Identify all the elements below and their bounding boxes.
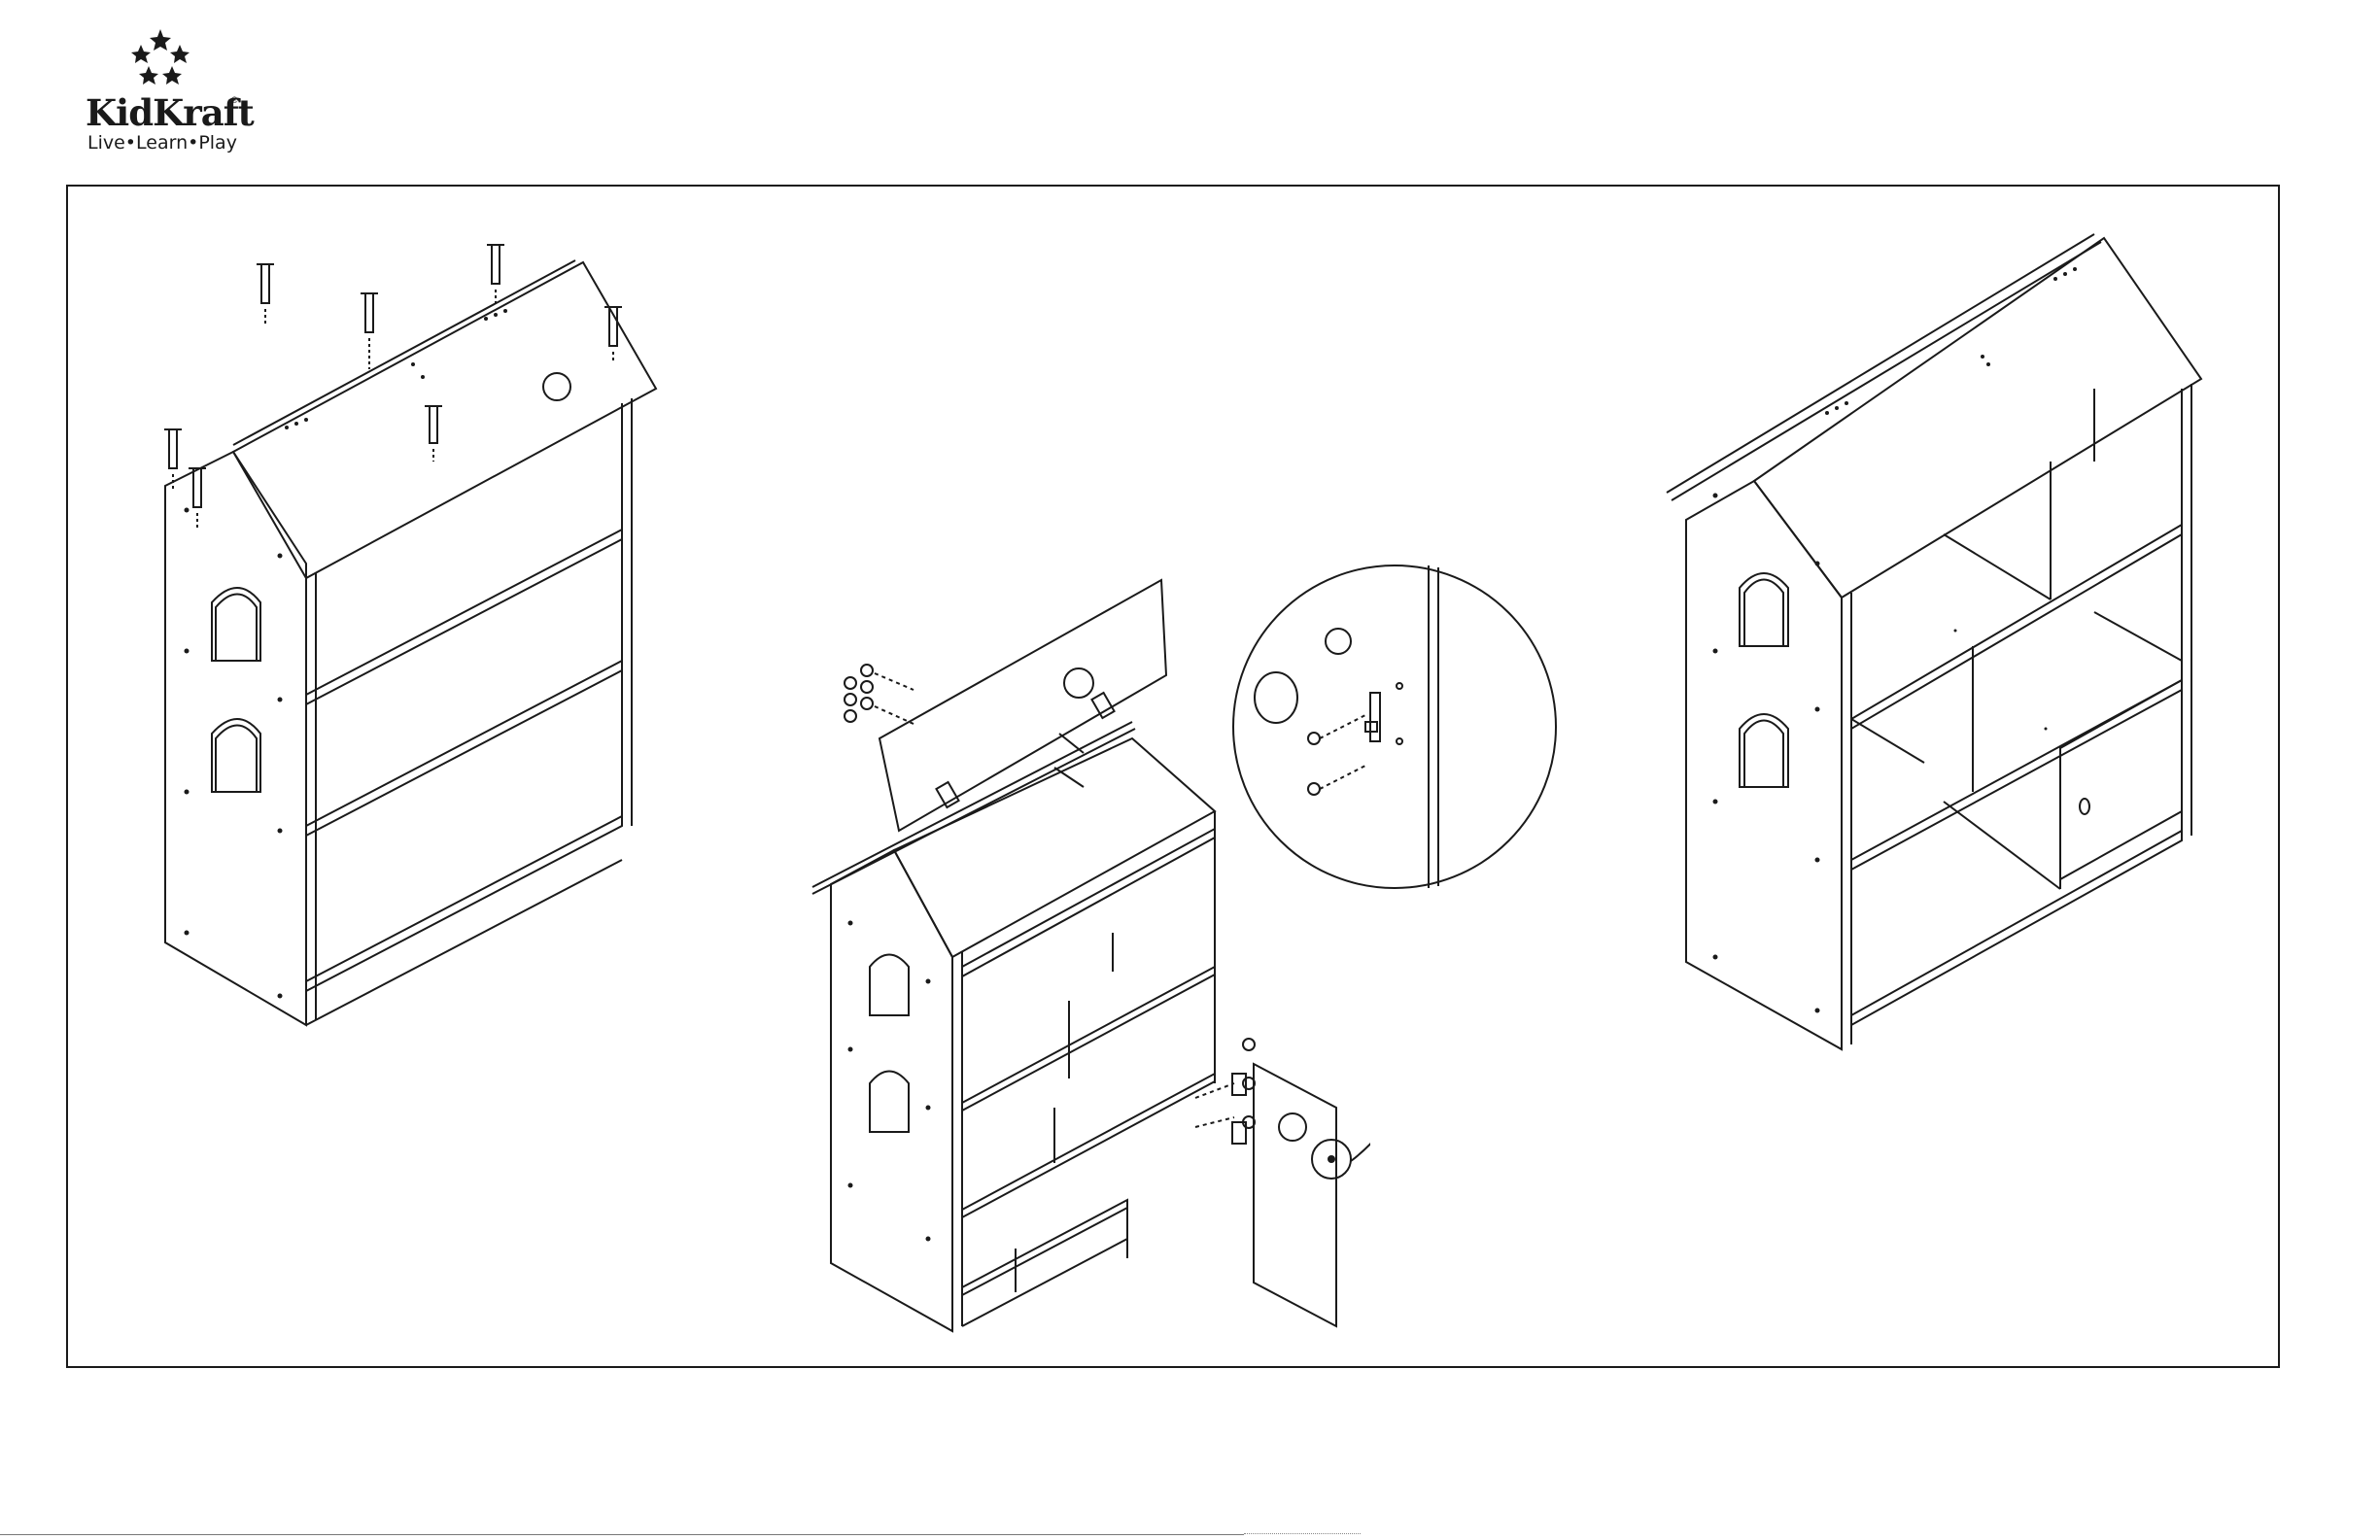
latch-screw-icon xyxy=(1308,715,1365,795)
footer-rule xyxy=(0,1534,1244,1535)
figure-detail-latch-zoom xyxy=(1229,562,1560,892)
figure-step-finished-dollhouse-bookcase xyxy=(1662,219,2206,1064)
registered-mark: ® xyxy=(231,95,238,105)
brand-name: KidKraft xyxy=(86,91,254,134)
brand-tagline: Live•Learn•Play xyxy=(87,132,237,154)
figure-step-attach-roof xyxy=(146,233,690,1040)
kidkraft-logo: KidKraft ® Live•Learn•Play xyxy=(78,27,253,158)
footer-mark xyxy=(1244,1533,1361,1537)
stars-icon xyxy=(121,27,199,95)
screw-icon xyxy=(257,264,274,325)
